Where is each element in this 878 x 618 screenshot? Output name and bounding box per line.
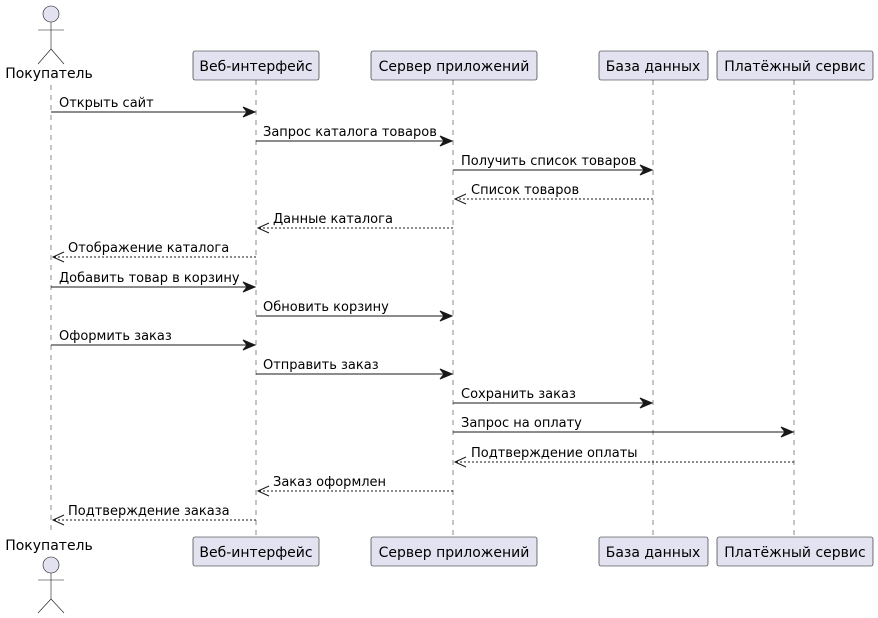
participant-box <box>716 50 874 81</box>
arrow-head <box>256 222 270 234</box>
participant-web-label: Веб-интерфейс <box>199 59 312 75</box>
arrow-head <box>453 193 467 205</box>
arrow-head <box>780 426 795 438</box>
message-label: Добавить товар в корзину <box>59 271 240 286</box>
actor-buyer-top: Покупатель <box>5 5 93 82</box>
message-send-order: Отправить заказ <box>256 358 454 380</box>
participant-box <box>598 50 709 81</box>
message-label: Список товаров <box>471 183 579 198</box>
arrow-head <box>51 251 65 263</box>
participant-pay-bottom: Платёжный сервис <box>716 536 874 567</box>
message-checkout: Оформить заказ <box>51 329 257 351</box>
participant-box <box>370 536 538 567</box>
arrow-head <box>453 456 467 468</box>
participant-box <box>192 536 320 567</box>
message-label: Подтверждение заказа <box>68 504 230 519</box>
participants-bottom: Покупатель Веб-интерфейс Сервер приложен… <box>5 536 874 614</box>
arrow-head <box>639 164 654 176</box>
lifelines <box>50 80 795 537</box>
participant-web-top: Веб-интерфейс <box>192 50 320 81</box>
participant-db-bottom: База данных <box>598 536 709 567</box>
participant-app-label: Сервер приложений <box>379 59 530 75</box>
message-label: Подтверждение оплаты <box>471 446 638 461</box>
arrow-head <box>639 397 654 409</box>
message-order-confirmation: Подтверждение заказа <box>51 504 256 526</box>
message-catalog-request: Запрос каталога товаров <box>256 125 454 147</box>
messages: Открыть сайт Запрос каталога товаров Пол… <box>51 96 795 526</box>
arrow-head <box>242 281 257 293</box>
participant-app-bottom: Сервер приложений <box>370 536 538 567</box>
participant-web-bottom: Веб-интерфейс <box>192 536 320 567</box>
participant-pay-label: Платёжный сервис <box>724 59 865 75</box>
message-label: Отправить заказ <box>263 358 379 373</box>
participant-db-top: База данных <box>598 50 709 81</box>
message-label: Запрос на оплату <box>461 416 582 431</box>
message-label: Получить список товаров <box>461 154 636 169</box>
actor-leg-right <box>50 598 65 614</box>
message-product-list: Список товаров <box>453 183 653 205</box>
message-catalog-data: Данные каталога <box>256 212 453 234</box>
participant-box <box>598 536 709 567</box>
message-get-products: Получить список товаров <box>453 154 654 176</box>
participant-app-label: Сервер приложений <box>379 545 530 561</box>
message-order-placed: Заказ оформлен <box>256 475 453 497</box>
actor-head <box>42 5 60 23</box>
message-catalog-display: Отображение каталога <box>51 241 256 263</box>
actor-leg-left <box>37 598 52 614</box>
participants-top: Покупатель Веб-интерфейс Сервер приложен… <box>5 5 874 82</box>
actor-buyer-label: Покупатель <box>5 538 93 554</box>
participant-box <box>192 50 320 81</box>
message-label: Заказ оформлен <box>273 475 386 490</box>
arrow-head <box>439 368 454 380</box>
message-label: Обновить корзину <box>263 300 389 315</box>
message-payment-request: Запрос на оплату <box>453 416 795 438</box>
message-payment-confirmation: Подтверждение оплаты <box>453 446 794 468</box>
message-label: Оформить заказ <box>59 329 172 344</box>
message-label: Запрос каталога товаров <box>263 125 437 140</box>
actor-leg-right <box>50 48 65 65</box>
arrow-head <box>439 135 454 147</box>
arrow-head <box>256 485 270 497</box>
actor-head <box>42 556 60 574</box>
message-update-cart: Обновить корзину <box>256 300 454 322</box>
participant-box <box>716 536 874 567</box>
message-label: Открыть сайт <box>59 96 154 111</box>
message-add-to-cart: Добавить товар в корзину <box>51 271 257 293</box>
actor-leg-left <box>37 48 52 65</box>
message-label: Сохранить заказ <box>461 387 576 402</box>
actor-buyer-label: Покупатель <box>5 66 93 82</box>
participant-pay-label: Платёжный сервис <box>724 545 865 561</box>
actor-buyer-bottom: Покупатель <box>5 538 93 614</box>
participant-box <box>370 50 538 81</box>
message-save-order: Сохранить заказ <box>453 387 654 409</box>
participant-db-label: База данных <box>606 545 701 561</box>
arrow-head <box>51 514 65 526</box>
message-label: Данные каталога <box>273 212 393 227</box>
participant-app-top: Сервер приложений <box>370 50 538 81</box>
participant-pay-top: Платёжный сервис <box>716 50 874 81</box>
message-open-site: Открыть сайт <box>51 96 257 118</box>
participant-web-label: Веб-интерфейс <box>199 545 312 561</box>
arrow-head <box>242 339 257 351</box>
arrow-head <box>439 310 454 322</box>
participant-db-label: База данных <box>606 59 701 75</box>
arrow-head <box>242 106 257 118</box>
message-label: Отображение каталога <box>68 241 229 256</box>
